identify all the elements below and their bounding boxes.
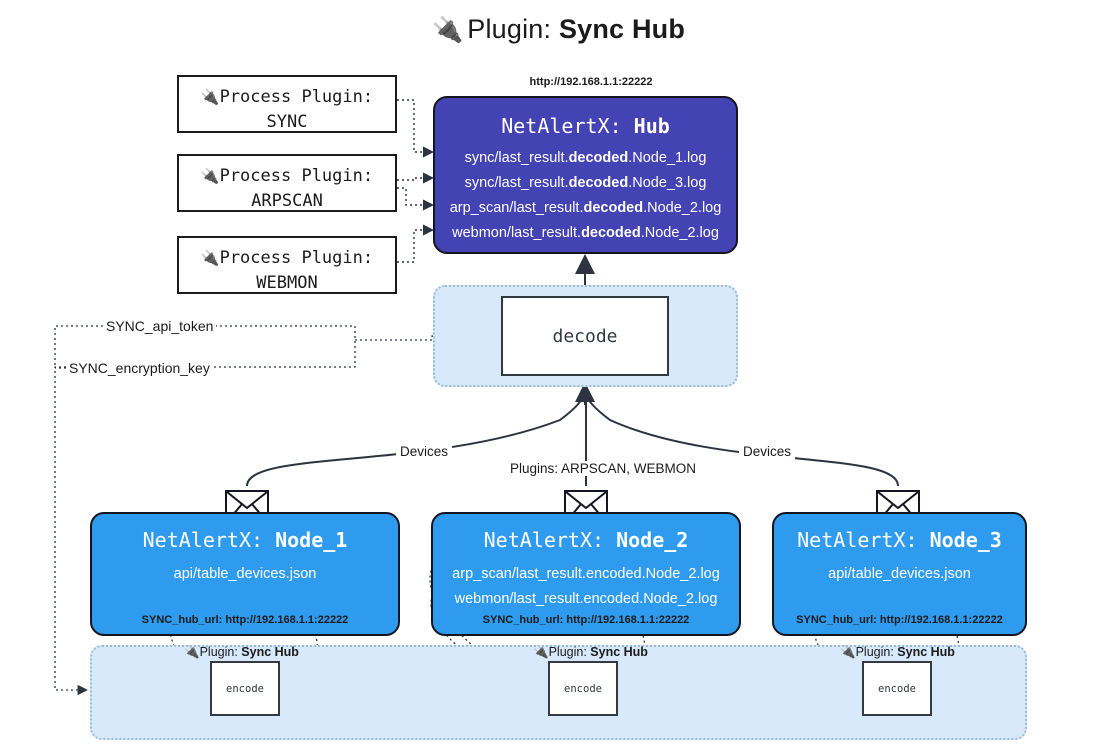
plugin-label-node-1: 🔌Plugin: Sync Hub xyxy=(184,645,299,659)
hub-url-label: http://192.168.1.1:22222 xyxy=(529,76,653,88)
node-title: NetAlertX: Node_2 xyxy=(483,528,689,552)
encode-box-node-2[interactable]: encode xyxy=(548,661,618,716)
hub-node[interactable]: NetAlertX: Hub sync/last_result.decoded.… xyxy=(433,96,738,254)
edge-label-devices-left: Devices xyxy=(396,444,453,459)
plug-icon: 🔌 xyxy=(200,167,220,185)
hub-log-line: sync/last_result.decoded.Node_3.log xyxy=(464,175,707,191)
process-plugin-line2: WEBMON xyxy=(256,272,318,293)
process-plugin-line2: SYNC xyxy=(266,111,308,132)
process-plugin-line1: 🔌Process Plugin: xyxy=(200,248,374,268)
node-hub-url-footer: SYNC_hub_url: http://192.168.1.1:22222 xyxy=(796,614,1003,626)
decode-box[interactable]: decode xyxy=(501,296,669,376)
node-line-list: arp_scan/last_result.encoded.Node_2.log … xyxy=(433,562,739,612)
process-plugin-box-sync[interactable]: 🔌Process Plugin: SYNC xyxy=(177,75,397,133)
process-plugin-line1: 🔌Process Plugin: xyxy=(200,166,374,186)
node-hub-url-footer: SYNC_hub_url: http://192.168.1.1:22222 xyxy=(482,614,690,626)
plug-icon: 🔌 xyxy=(184,645,200,659)
node-box-node-3[interactable]: NetAlertX: Node_3 api/table_devices.json… xyxy=(772,512,1027,636)
plug-icon: 🔌 xyxy=(840,645,856,659)
process-plugin-box-arpscan[interactable]: 🔌Process Plugin: ARPSCAN xyxy=(177,154,397,212)
encode-box-node-1[interactable]: encode xyxy=(210,661,280,716)
hub-log-line: sync/last_result.decoded.Node_1.log xyxy=(464,150,707,166)
plugin-label-node-2: 🔌Plugin: Sync Hub xyxy=(533,645,648,659)
node-line-list: api/table_devices.json xyxy=(774,562,1025,587)
node-line: arp_scan/last_result.encoded.Node_2.log xyxy=(452,566,720,582)
process-plugin-line1: 🔌Process Plugin: xyxy=(200,87,374,107)
page-title: 🔌Plugin: Sync Hub xyxy=(0,14,1117,45)
process-plugin-line2: ARPSCAN xyxy=(251,190,323,211)
process-plugin-box-webmon[interactable]: 🔌Process Plugin: WEBMON xyxy=(177,236,397,294)
hub-title: NetAlertX: Hub xyxy=(501,114,670,138)
encode-box-node-3[interactable]: encode xyxy=(862,661,932,716)
node-box-node-2[interactable]: NetAlertX: Node_2 arp_scan/last_result.e… xyxy=(431,512,741,636)
sync-api-token-label: SYNC_api_token xyxy=(103,318,217,334)
plug-icon: 🔌 xyxy=(200,88,220,106)
page-title-prefix: Plugin: xyxy=(467,14,559,44)
hub-log-line: webmon/last_result.decoded.Node_2.log xyxy=(452,225,719,241)
plug-icon: 🔌 xyxy=(200,249,220,267)
node-hub-url-footer: SYNC_hub_url: http://192.168.1.1:22222 xyxy=(141,614,349,626)
edge-label-plugins: Plugins: ARPSCAN, WEBMON xyxy=(506,461,701,476)
sync-encryption-key-label: SYNC_encryption_key xyxy=(66,360,213,376)
plug-icon: 🔌 xyxy=(431,16,464,44)
node-line-list: api/table_devices.json xyxy=(92,562,398,587)
node-line: webmon/last_result.encoded.Node_2.log xyxy=(454,591,718,607)
node-line: api/table_devices.json xyxy=(173,566,317,582)
node-line: api/table_devices.json xyxy=(828,566,971,582)
node-title: NetAlertX: Node_3 xyxy=(797,528,1002,552)
hub-log-line: arp_scan/last_result.decoded.Node_2.log xyxy=(449,200,722,216)
page-title-name: Sync Hub xyxy=(558,14,686,44)
node-title: NetAlertX: Node_1 xyxy=(142,528,348,552)
hub-log-list: sync/last_result.decoded.Node_1.log sync… xyxy=(435,146,736,246)
plug-icon: 🔌 xyxy=(533,645,549,659)
edge-label-devices-right: Devices xyxy=(739,444,796,459)
plugin-label-node-3: 🔌Plugin: Sync Hub xyxy=(840,645,955,659)
node-box-node-1[interactable]: NetAlertX: Node_1 api/table_devices.json… xyxy=(90,512,400,636)
